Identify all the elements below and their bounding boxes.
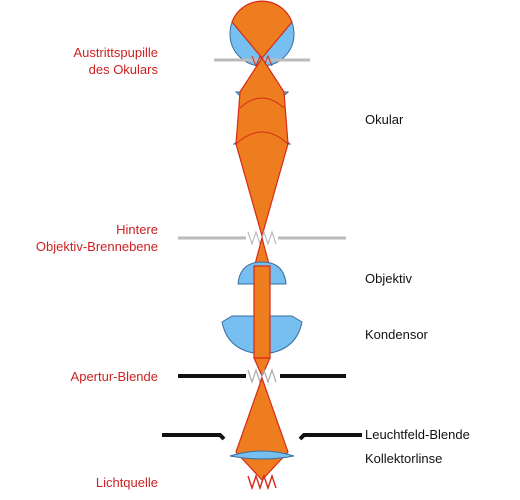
label-collector: Kollektorlinse bbox=[365, 451, 443, 466]
aperture-zigzag bbox=[247, 368, 277, 384]
label-condenser: Kondensor bbox=[365, 327, 428, 342]
light-source-filament bbox=[247, 473, 277, 491]
eye-exit-pupil bbox=[229, 0, 295, 67]
label-exit-pupil-line2: des Okulars bbox=[88, 62, 158, 77]
beam-eyepiece bbox=[235, 56, 289, 239]
collector-lens bbox=[229, 450, 295, 460]
label-aperture-stop: Apertur-Blende bbox=[70, 369, 158, 384]
label-back-focal-line1: Hintere bbox=[116, 222, 158, 237]
label-back-focal-plane: Hintere Objektiv-Brennebene bbox=[8, 221, 158, 255]
label-eyepiece: Okular bbox=[365, 112, 404, 127]
label-exit-pupil-line1: Austrittspupille bbox=[73, 45, 158, 60]
label-exit-pupil: Austrittspupille des Okulars bbox=[28, 44, 158, 78]
beam-parallel-column bbox=[253, 265, 271, 359]
label-back-focal-line2: Objektiv-Brennebene bbox=[35, 239, 158, 254]
label-field-stop: Leuchtfeld-Blende bbox=[365, 427, 470, 442]
label-objective: Objektiv bbox=[365, 271, 412, 286]
field-stop-left bbox=[162, 433, 226, 441]
beam-aperture-top bbox=[253, 357, 271, 378]
beam-collector bbox=[235, 376, 289, 481]
field-stop-right bbox=[298, 433, 362, 441]
label-light-source: Lichtquelle bbox=[95, 475, 158, 490]
